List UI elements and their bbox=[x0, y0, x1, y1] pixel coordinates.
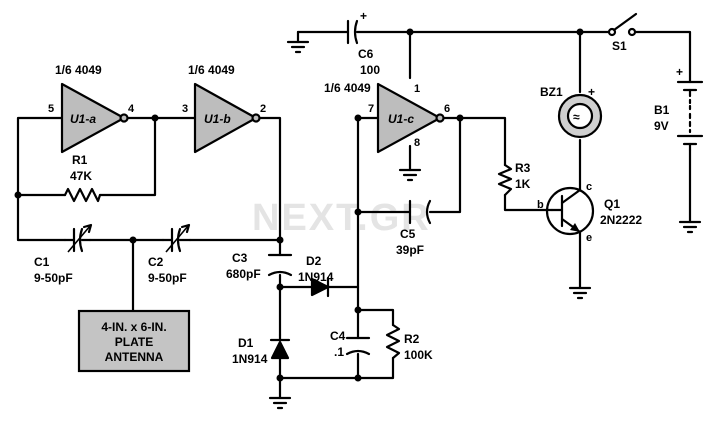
bz1-polarity: + bbox=[588, 85, 595, 99]
resistor-r1: R1 47K bbox=[63, 153, 102, 203]
c2-value: 9-50pF bbox=[148, 271, 187, 285]
b1-value: 9V bbox=[654, 119, 669, 133]
c4-ref: C4 bbox=[330, 329, 346, 343]
s1-ref: S1 bbox=[612, 39, 627, 53]
d1-value: 1N914 bbox=[232, 352, 268, 366]
bz1-ref: BZ1 bbox=[540, 85, 563, 99]
c3-value: 680pF bbox=[226, 267, 261, 281]
b1-polarity: + bbox=[676, 65, 683, 79]
r2-ref: R2 bbox=[404, 332, 420, 346]
ground-icon bbox=[286, 40, 310, 54]
r2-value: 100K bbox=[404, 348, 433, 362]
gate-u1c-name: U1-c bbox=[388, 112, 414, 126]
c1-value: 9-50pF bbox=[34, 271, 73, 285]
resistor-r3: R3 1K bbox=[497, 161, 531, 197]
gate-u1a-pin-out: 4 bbox=[128, 103, 135, 115]
gate-u1a: U1-a 1/6 4049 5 4 bbox=[48, 63, 135, 154]
antenna-line1: 4-IN. x 6-IN. bbox=[101, 320, 166, 334]
diode-d1: D1 1N914 bbox=[232, 333, 291, 366]
ground-icon bbox=[398, 168, 422, 182]
gate-u1c-pin-in: 7 bbox=[368, 103, 374, 115]
junctions bbox=[14, 28, 584, 382]
ground-icon bbox=[678, 220, 702, 234]
d2-ref: D2 bbox=[306, 254, 322, 268]
capacitor-c3: C3 680pF bbox=[226, 251, 293, 281]
c2-ref: C2 bbox=[148, 255, 164, 269]
c4-value: .1 bbox=[334, 345, 344, 359]
q1-pin-e: e bbox=[586, 232, 592, 244]
c6-ref: C6 bbox=[358, 47, 374, 61]
antenna-line2: PLATE bbox=[115, 335, 153, 349]
ground-symbols bbox=[268, 40, 702, 410]
capacitor-c5: C5 39pF bbox=[396, 199, 432, 257]
gate-u1b-name: U1-b bbox=[204, 112, 231, 126]
wires bbox=[16, 30, 692, 400]
antenna-plate: 4-IN. x 6-IN. PLATE ANTENNA bbox=[77, 309, 191, 373]
diode-d2: D2 1N914 bbox=[298, 254, 334, 298]
capacitor-c4: C4 .1 bbox=[330, 329, 371, 359]
c1-ref: C1 bbox=[34, 255, 50, 269]
battery-b1: + B1 9V bbox=[654, 65, 704, 152]
c6-polarity: + bbox=[360, 9, 367, 23]
gate-u1b: U1-b 1/6 4049 3 2 bbox=[182, 63, 266, 154]
capacitor-c2: C2 9-50pF bbox=[148, 223, 192, 285]
c5-ref: C5 bbox=[400, 227, 416, 241]
gate-u1a-pin-in: 5 bbox=[48, 103, 54, 115]
gate-u1c-pin-out: 6 bbox=[444, 103, 450, 115]
c3-ref: C3 bbox=[232, 251, 248, 265]
ground-icon bbox=[268, 396, 292, 410]
ground-icon bbox=[568, 286, 592, 300]
q1-pin-c: c bbox=[586, 181, 592, 193]
switch-s1: S1 bbox=[607, 12, 638, 53]
r1-ref: R1 bbox=[72, 153, 88, 167]
gate-u1b-pin-out: 2 bbox=[260, 103, 266, 115]
transistor-q1: b c e Q1 2N2222 bbox=[537, 181, 642, 244]
c5-value: 39pF bbox=[396, 243, 424, 257]
bz1-symbol: ≈ bbox=[573, 110, 580, 124]
q1-ref: Q1 bbox=[604, 197, 620, 211]
watermark: NEXT.GR bbox=[252, 197, 431, 239]
q1-pin-b: b bbox=[537, 199, 544, 211]
r3-ref: R3 bbox=[515, 161, 531, 175]
gate-u1b-part: 1/6 4049 bbox=[188, 63, 235, 77]
gate-u1a-part: 1/6 4049 bbox=[55, 63, 102, 77]
d1-ref: D1 bbox=[238, 336, 254, 350]
gate-u1b-pin-in: 3 bbox=[182, 103, 188, 115]
resistor-r2: R2 100K bbox=[385, 323, 433, 362]
gate-u1a-name: U1-a bbox=[70, 112, 96, 126]
capacitor-c1: C1 9-50pF bbox=[34, 223, 93, 285]
r3-value: 1K bbox=[515, 177, 531, 191]
antenna-line3: ANTENNA bbox=[105, 350, 164, 364]
gate-u1c-part: 1/6 4049 bbox=[324, 81, 371, 95]
c6-value: 100 bbox=[360, 63, 380, 77]
d2-value: 1N914 bbox=[298, 270, 334, 284]
gate-u1c: U1-c 1/6 4049 7 6 1 8 bbox=[324, 81, 450, 154]
q1-value: 2N2222 bbox=[600, 213, 642, 227]
buzzer-bz1: ≈ BZ1 + bbox=[540, 85, 603, 139]
r1-value: 47K bbox=[70, 169, 92, 183]
gate-u1c-pin-vdd: 1 bbox=[414, 83, 420, 95]
capacitor-c6: + C6 100 bbox=[346, 9, 380, 77]
gate-u1c-pin-vss: 8 bbox=[414, 137, 420, 149]
b1-ref: B1 bbox=[654, 103, 670, 117]
